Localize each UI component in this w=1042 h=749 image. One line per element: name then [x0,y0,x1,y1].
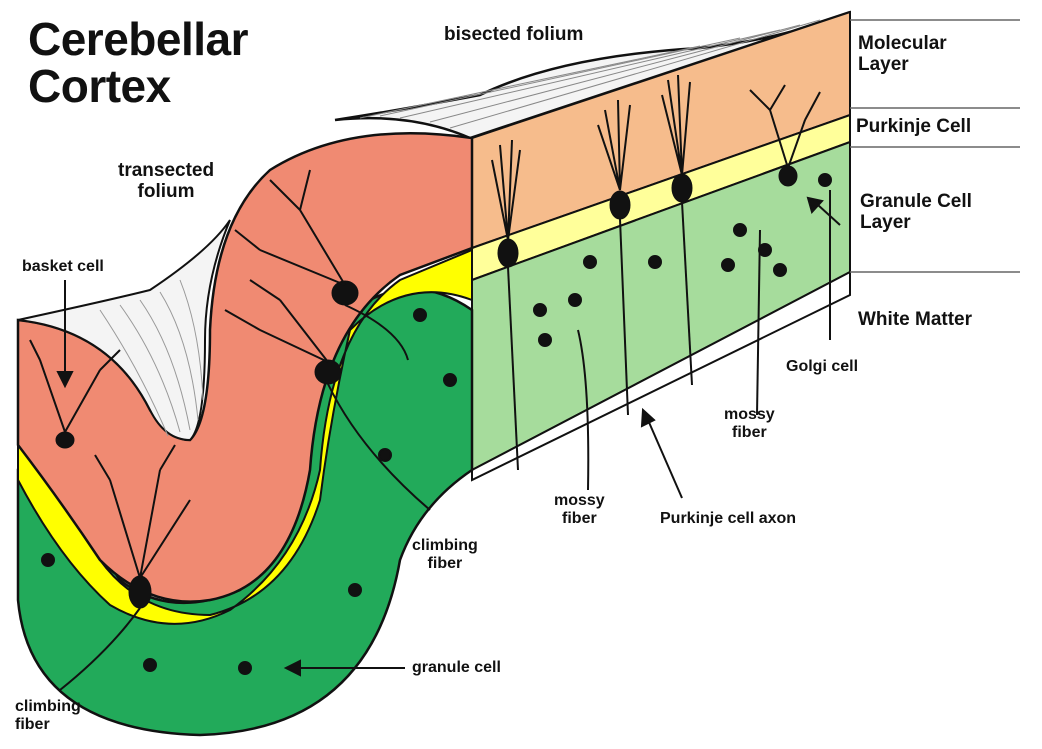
diagram-title: Cerebellar Cortex [28,13,249,112]
axons-fibers [59,190,831,691]
mossy-right-line-2: fiber [732,423,767,441]
dendrites [29,74,821,579]
climbing-center-line-1: climbing [412,537,478,554]
surface-hatching [359,19,821,129]
molecular-line-1: Molecular [858,33,947,54]
label-bisected-folium: bisected folium [444,24,584,45]
label-molecular-layer: Molecular Layer [858,33,947,76]
transected-line-2: folium [137,181,195,203]
transected-line-1: transected [118,160,215,181]
granule-layer-fold [16,287,474,737]
mossy-center-line-1: mossy [554,492,605,509]
granule-line-2: Layer [860,212,911,234]
climbing-bottom-line-1: climbing [15,698,81,715]
label-mossy-fiber-right: mossy fiber [724,406,775,442]
pointer-lines [56,196,841,677]
label-climbing-fiber-bottom: climbing fiber [15,698,81,734]
molecular-line-2: Layer [858,54,909,76]
granule-line-1: Granule Cell [860,191,972,212]
mossy-center-line-2: fiber [562,509,597,527]
white-matter-front [471,270,851,482]
label-basket-cell: basket cell [22,258,104,275]
label-climbing-fiber-center: climbing fiber [412,537,478,573]
layer-dividers [850,19,1020,273]
sulcus-hatching [99,279,204,437]
climbing-center-line-2: fiber [427,554,463,572]
label-white-matter: White Matter [858,309,972,330]
label-mossy-fiber-center: mossy fiber [554,492,605,528]
granule-cells [41,173,832,675]
label-granule-cell: granule cell [412,659,501,676]
sulcus-surface [17,219,231,442]
label-golgi-cell: Golgi cell [786,358,859,375]
mossy-right-line-1: mossy [724,406,775,423]
label-purkinje-cell-axon: Purkinje cell axon [660,510,797,527]
purkinje-layer-fold [17,248,473,625]
climbing-bottom-line-2: fiber [15,715,50,733]
label-transected-folium: transected folium [118,160,214,203]
label-granule-layer: Granule Cell Layer [860,191,972,234]
label-purkinje-layer: Purkinje Cell [856,116,972,137]
title-line-1: Cerebellar [28,13,249,65]
title-line-2: Cortex [28,59,171,112]
